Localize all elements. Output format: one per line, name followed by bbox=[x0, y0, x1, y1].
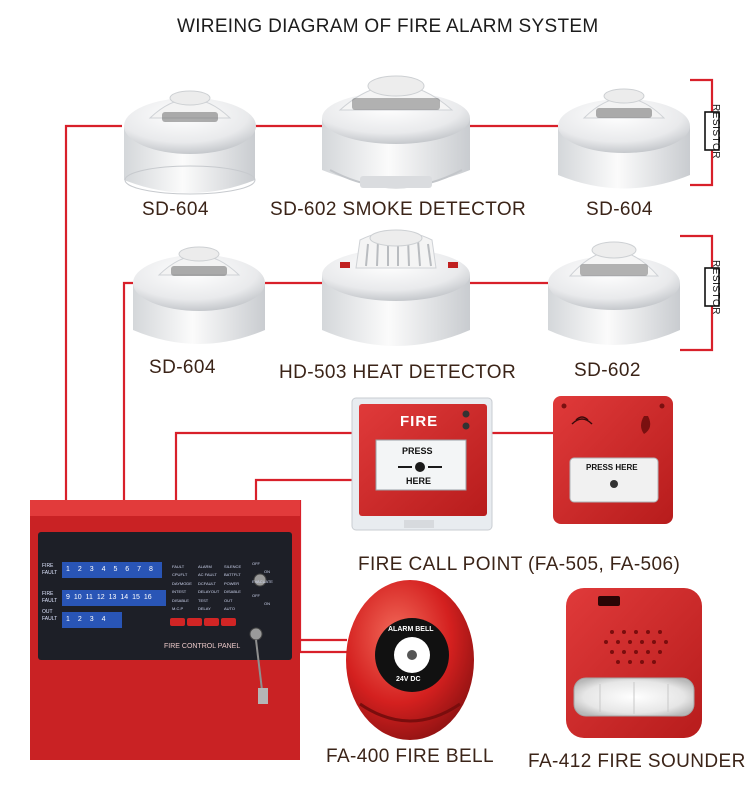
bell-top-text: ALARM BELL bbox=[388, 626, 434, 633]
call-point-fa506 bbox=[553, 396, 673, 524]
smoke-detector-sd604-1 bbox=[124, 90, 256, 195]
resistor-mid bbox=[704, 267, 720, 307]
fire-bell-fa400 bbox=[346, 580, 474, 740]
panel-caption: FIRE CONTROL PANEL bbox=[164, 643, 241, 650]
label-sd604-top-left: SD-604 bbox=[142, 199, 209, 220]
label-hd503-heat: HD-503 HEAT DETECTOR bbox=[279, 362, 517, 383]
panel-zones-c: 1 2 3 4 bbox=[66, 616, 106, 623]
resistor-top bbox=[704, 111, 720, 151]
label-sd604-top-right: SD-604 bbox=[586, 199, 653, 220]
fire-control-panel bbox=[30, 500, 300, 760]
smoke-detector-sd602-top bbox=[322, 75, 470, 189]
fire-sounder-fa412 bbox=[566, 588, 702, 738]
fa505-fire-text: FIRE bbox=[400, 413, 439, 430]
label-sd602-mid-right: SD-602 bbox=[574, 360, 641, 381]
panel-key-labels: OFF ON EVACUATE OFF ON bbox=[252, 561, 273, 606]
label-call-point: FIRE CALL POINT (FA-505, FA-506) bbox=[358, 554, 681, 575]
label-sd604-mid-left: SD-604 bbox=[149, 357, 216, 378]
fa505-press-text: PRESS bbox=[402, 446, 433, 456]
heat-detector-hd503 bbox=[322, 229, 470, 346]
bell-bottom-text: 24V DC bbox=[396, 676, 421, 683]
label-sd602-smoke: SD-602 SMOKE DETECTOR bbox=[270, 199, 527, 220]
panel-zones-a: 1 2 3 4 5 6 7 8 bbox=[66, 566, 153, 573]
call-point-fa505 bbox=[351, 397, 493, 531]
fa505-here-text: HERE bbox=[406, 476, 432, 486]
smoke-detector-sd604-2 bbox=[558, 88, 690, 189]
label-fire-bell: FA-400 FIRE BELL bbox=[326, 746, 494, 767]
diagram-title: WIREING DIAGRAM OF FIRE ALARM SYSTEM bbox=[177, 16, 599, 37]
smoke-detector-sd604-3 bbox=[133, 246, 265, 344]
label-fire-sounder: FA-412 FIRE SOUNDER bbox=[528, 751, 746, 772]
smoke-detector-sd602-mid bbox=[548, 241, 680, 345]
resistor-label-mid: RESISTOR bbox=[709, 260, 721, 315]
resistor-label-top: RESISTOR bbox=[709, 104, 721, 159]
fa506-press-here-text: PRESS HERE bbox=[586, 463, 638, 472]
panel-zones-b: 9 10 11 12 13 14 15 16 bbox=[66, 594, 152, 601]
